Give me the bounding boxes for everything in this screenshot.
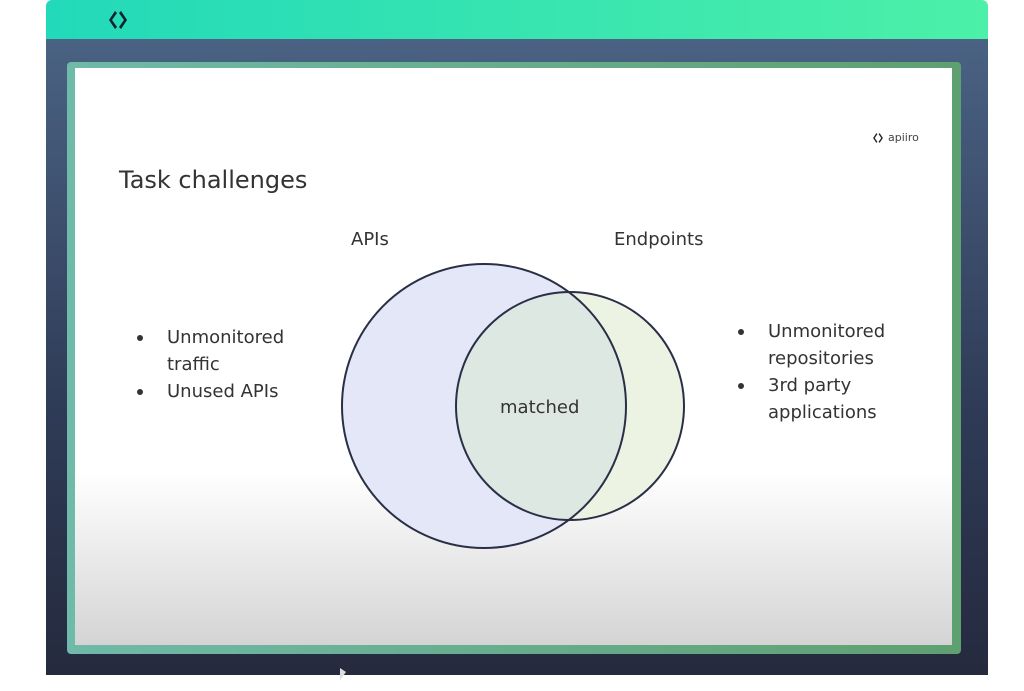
slide-title: Task challenges xyxy=(119,166,308,194)
left-bullet-list: Unmonitored traffic Unused APIs xyxy=(137,324,307,405)
slide: apiiro Task challenges APIs Endpoints Un… xyxy=(75,68,952,645)
apiiro-brand-icon xyxy=(873,132,883,143)
venn-overlap xyxy=(456,292,626,520)
brand-logo: apiiro xyxy=(872,131,919,144)
right-bullet-list: Unmonitored repositories 3rd party appli… xyxy=(738,318,908,426)
apiiro-logo-icon xyxy=(109,11,127,29)
venn-left-label: APIs xyxy=(351,229,389,250)
venn-right-label: Endpoints xyxy=(614,229,704,250)
brand-name: apiiro xyxy=(888,131,919,144)
venn-intersection-label: matched xyxy=(500,397,580,418)
bullet-item: Unused APIs xyxy=(137,378,307,405)
bullet-item: 3rd party applications xyxy=(738,372,908,426)
window-title-bar xyxy=(46,0,988,39)
bullet-item: Unmonitored repositories xyxy=(738,318,908,372)
bullet-item: Unmonitored traffic xyxy=(137,324,307,378)
mouse-cursor-icon xyxy=(340,668,346,680)
venn-diagram xyxy=(341,263,685,549)
